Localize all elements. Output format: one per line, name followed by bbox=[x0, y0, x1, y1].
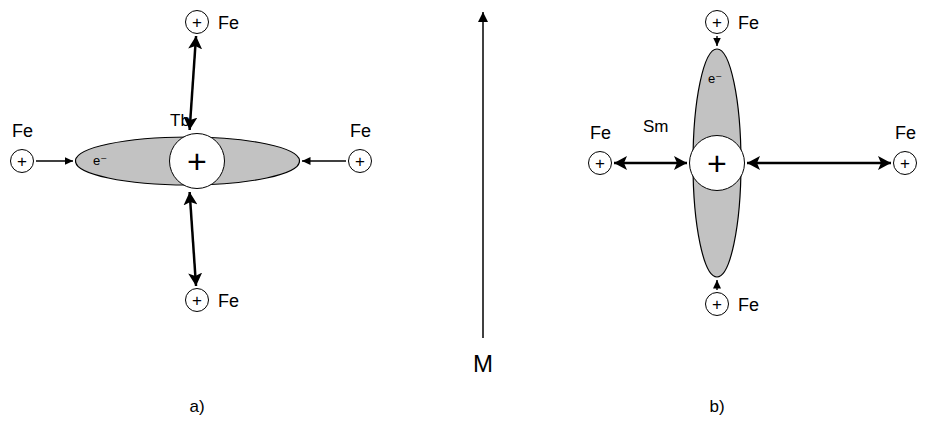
panel-label: b) bbox=[709, 398, 724, 415]
ion-label: Fe bbox=[590, 124, 611, 142]
ion-label: Tb bbox=[170, 112, 190, 129]
ion-label: Sm bbox=[643, 118, 669, 135]
ion-label: Fe bbox=[895, 124, 916, 142]
ion-label: Fe bbox=[218, 292, 239, 310]
attraction-arrow bbox=[716, 36, 717, 46]
charge-sign: + bbox=[589, 152, 611, 174]
rare-earth-ion: + bbox=[689, 135, 745, 191]
panel-label: a) bbox=[189, 398, 204, 415]
iron-ion: Fe+ bbox=[10, 149, 34, 173]
ion-label: Fe bbox=[12, 122, 33, 140]
charge-sign: + bbox=[349, 150, 371, 172]
ion-label: Fe bbox=[738, 296, 759, 314]
charge-sign: + bbox=[706, 293, 728, 315]
charge-sign: + bbox=[170, 134, 224, 188]
iron-ion: +Fe bbox=[705, 292, 729, 316]
rare-earth-ion: + bbox=[169, 133, 225, 189]
repulsion-arrow bbox=[747, 162, 891, 165]
attraction-arrow bbox=[716, 280, 717, 290]
attraction-arrow bbox=[36, 160, 73, 161]
repulsion-arrow bbox=[190, 36, 196, 130]
electron-cloud: Tbe⁻+ bbox=[75, 132, 300, 190]
charge-sign: + bbox=[186, 11, 208, 33]
charge-sign: + bbox=[690, 136, 744, 190]
magnetization-label: M bbox=[473, 352, 493, 376]
electron-cloud: Sme⁻+ bbox=[689, 48, 745, 278]
charge-sign: + bbox=[894, 152, 916, 174]
ion-label: e⁻ bbox=[93, 154, 107, 167]
charge-sign: + bbox=[186, 289, 208, 311]
iron-ion: +Fe bbox=[185, 288, 209, 312]
iron-ion: Fe+ bbox=[588, 151, 612, 175]
ion-label: e⁻ bbox=[708, 72, 722, 85]
ion-label: Fe bbox=[738, 14, 759, 32]
iron-ion: Fe+ bbox=[348, 149, 372, 173]
attraction-arrow bbox=[302, 160, 346, 161]
magnetization-arrow bbox=[482, 12, 484, 338]
charge-sign: + bbox=[706, 11, 728, 33]
ion-label: Fe bbox=[218, 14, 239, 32]
repulsion-arrow bbox=[614, 162, 687, 165]
repulsion-arrow bbox=[190, 192, 196, 286]
iron-ion: +Fe bbox=[705, 10, 729, 34]
iron-ion: Fe+ bbox=[893, 151, 917, 175]
ion-label: Fe bbox=[350, 122, 371, 140]
iron-ion: +Fe bbox=[185, 10, 209, 34]
charge-sign: + bbox=[11, 150, 33, 172]
